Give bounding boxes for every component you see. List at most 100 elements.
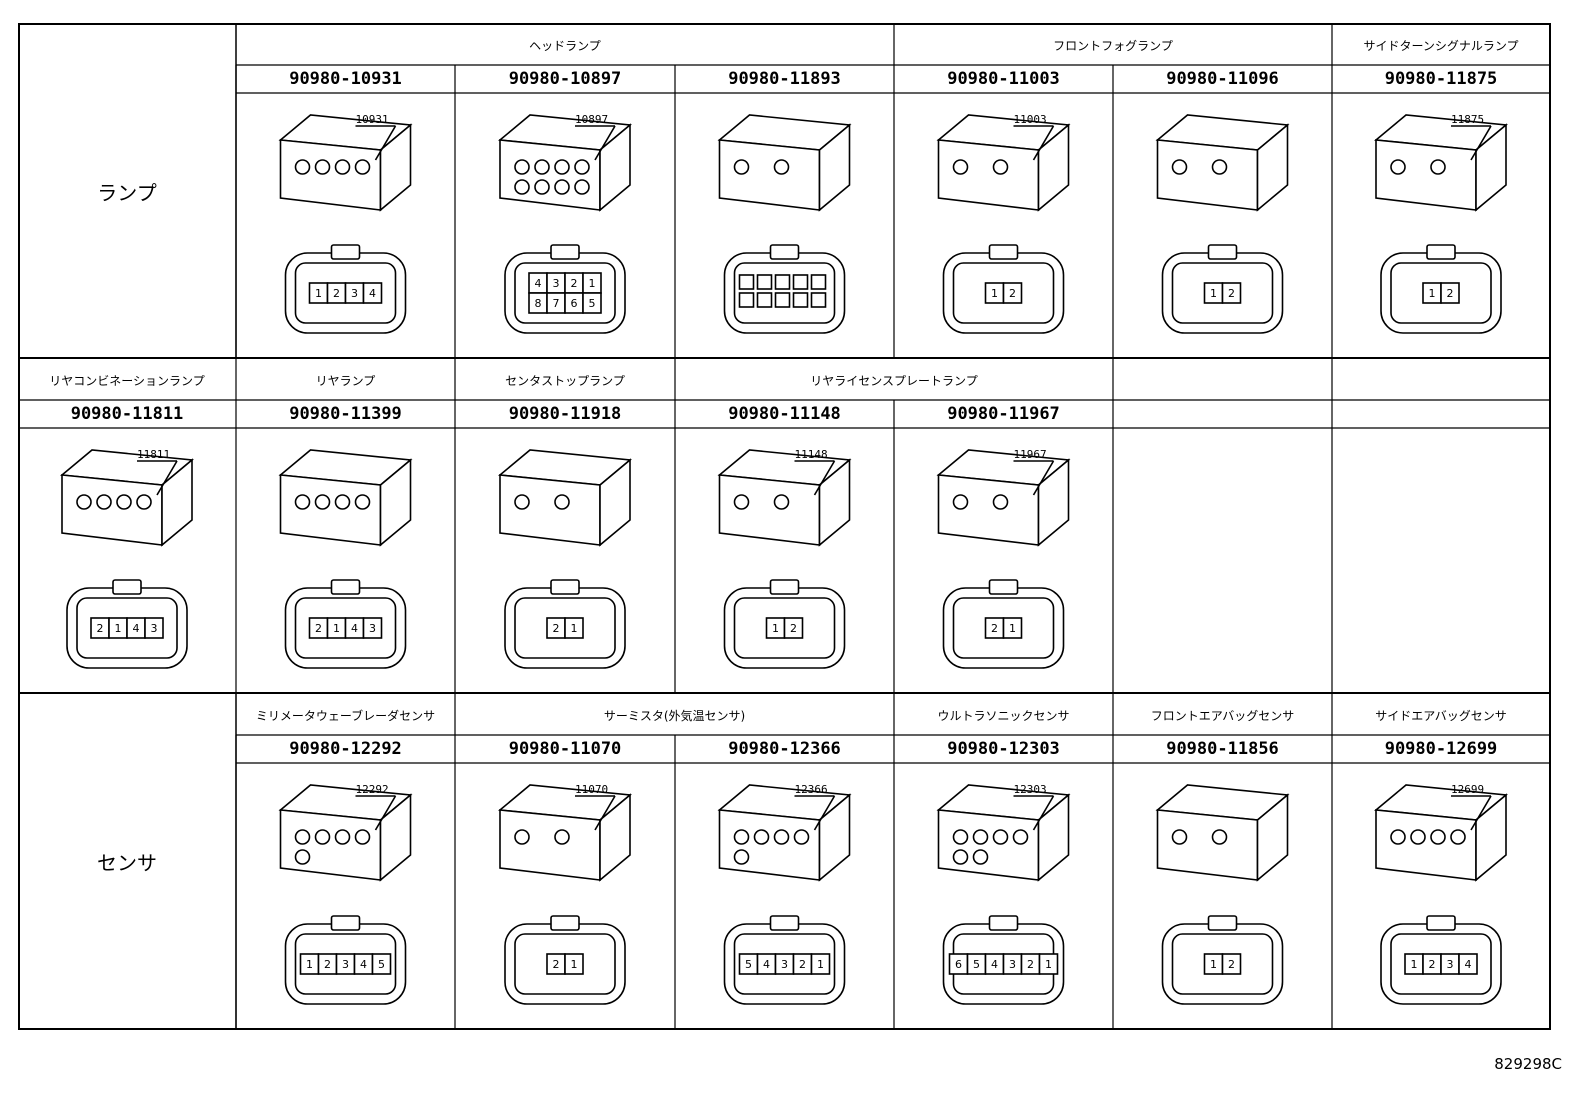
pin-cavity — [1458, 953, 1478, 975]
pin-number: 3 — [1009, 958, 1016, 971]
pin-number: 5 — [973, 958, 980, 971]
category-label: サイドエアバッグセンサ — [1375, 709, 1507, 723]
category-label: ウルトラソニックセンサ — [937, 709, 1070, 723]
pin-cavity — [371, 953, 392, 975]
category-label: ヘッドランプ — [529, 39, 601, 53]
pin-number: 5 — [589, 297, 596, 310]
pin-number: 1 — [315, 287, 322, 300]
part-number: 90980-11148 — [728, 404, 841, 424]
pin-number: 3 — [781, 958, 788, 971]
connector-illustration — [717, 114, 852, 334]
pin-number: 1 — [1411, 958, 1418, 971]
pin-number: 4 — [535, 277, 542, 290]
pin-number: 1 — [1429, 287, 1436, 300]
part-number: 90980-11811 — [70, 404, 184, 424]
category-label: フロントフォグランプ — [1053, 39, 1173, 53]
pin-number: 3 — [351, 287, 358, 300]
callout-label: 11003 — [1014, 113, 1047, 126]
pin-number: 2 — [1027, 958, 1034, 971]
row-label: ランプ — [97, 180, 157, 205]
pin-number: 7 — [553, 297, 560, 310]
pin-number: 1 — [306, 958, 313, 971]
part-number: 90980-11003 — [947, 69, 1060, 89]
pin-number: 2 — [1429, 958, 1436, 971]
pin-number: 2 — [324, 958, 331, 971]
pin-cavity — [1440, 282, 1460, 304]
part-number: 90980-11893 — [728, 69, 841, 89]
pin-number: 2 — [553, 958, 560, 971]
pin-number: 1 — [1045, 958, 1052, 971]
pin-number: 2 — [1447, 287, 1454, 300]
pin-number: 2 — [1009, 287, 1016, 300]
pin-cavity — [564, 953, 584, 975]
callout-label: 11070 — [575, 783, 608, 796]
pin-number: 8 — [535, 297, 542, 310]
part-number: 90980-12366 — [728, 739, 841, 759]
category-label: フロントエアバッグセンサ — [1150, 709, 1295, 723]
pin-cavity — [1221, 953, 1242, 975]
callout-label: 12699 — [1451, 783, 1484, 796]
pin-number: 3 — [342, 958, 349, 971]
callout-label: 11148 — [795, 448, 828, 461]
callout-label: 11967 — [1014, 448, 1047, 461]
pin-cavity — [362, 282, 383, 304]
pin-number: 4 — [369, 287, 376, 300]
pin-number: 3 — [1447, 958, 1454, 971]
pin-cavity — [362, 617, 383, 639]
part-number: 90980-11967 — [947, 404, 1060, 424]
pin-number: 4 — [351, 622, 358, 635]
pin-number: 1 — [571, 622, 578, 635]
part-number: 90980-10931 — [289, 69, 402, 89]
pin-number: 2 — [553, 622, 560, 635]
category-label: サイドターンシグナルランプ — [1363, 39, 1519, 53]
pin-number: 1 — [589, 277, 596, 290]
pin-number: 2 — [97, 622, 104, 635]
category-label: リヤコンビネーションランプ — [49, 374, 205, 388]
pin-number: 1 — [991, 287, 998, 300]
pin-number: 3 — [553, 277, 560, 290]
callout-label: 11811 — [137, 448, 170, 461]
pin-number: 1 — [115, 622, 122, 635]
pin-cavity — [1038, 953, 1059, 975]
part-number: 90980-11096 — [1166, 69, 1279, 89]
pin-number: 1 — [772, 622, 779, 635]
pin-number: 6 — [955, 958, 962, 971]
pin-cavity — [1002, 617, 1023, 639]
pin-number: 4 — [991, 958, 998, 971]
pin-cavity — [783, 617, 804, 639]
part-number: 90980-11918 — [508, 404, 622, 424]
pin-number: 4 — [1465, 958, 1472, 971]
pin-number: 6 — [571, 297, 578, 310]
part-number: 90980-11875 — [1384, 69, 1498, 89]
pin-number: 2 — [1228, 287, 1235, 300]
part-number: 90980-10897 — [508, 69, 622, 89]
pin-number: 1 — [1210, 958, 1217, 971]
pin-cavity — [564, 617, 584, 639]
category-label: サーミスタ(外気温センサ) — [603, 709, 746, 723]
drawing-code: 829298C — [1494, 1055, 1562, 1073]
pin-number: 2 — [333, 287, 340, 300]
pin-number: 1 — [333, 622, 340, 635]
pin-number: 2 — [790, 622, 797, 635]
pin-cavity — [582, 292, 602, 314]
pin-number: 2 — [571, 277, 578, 290]
pin-cavity — [1002, 282, 1023, 304]
category-label: リヤランプ — [315, 374, 376, 388]
pin-number: 1 — [1009, 622, 1016, 635]
